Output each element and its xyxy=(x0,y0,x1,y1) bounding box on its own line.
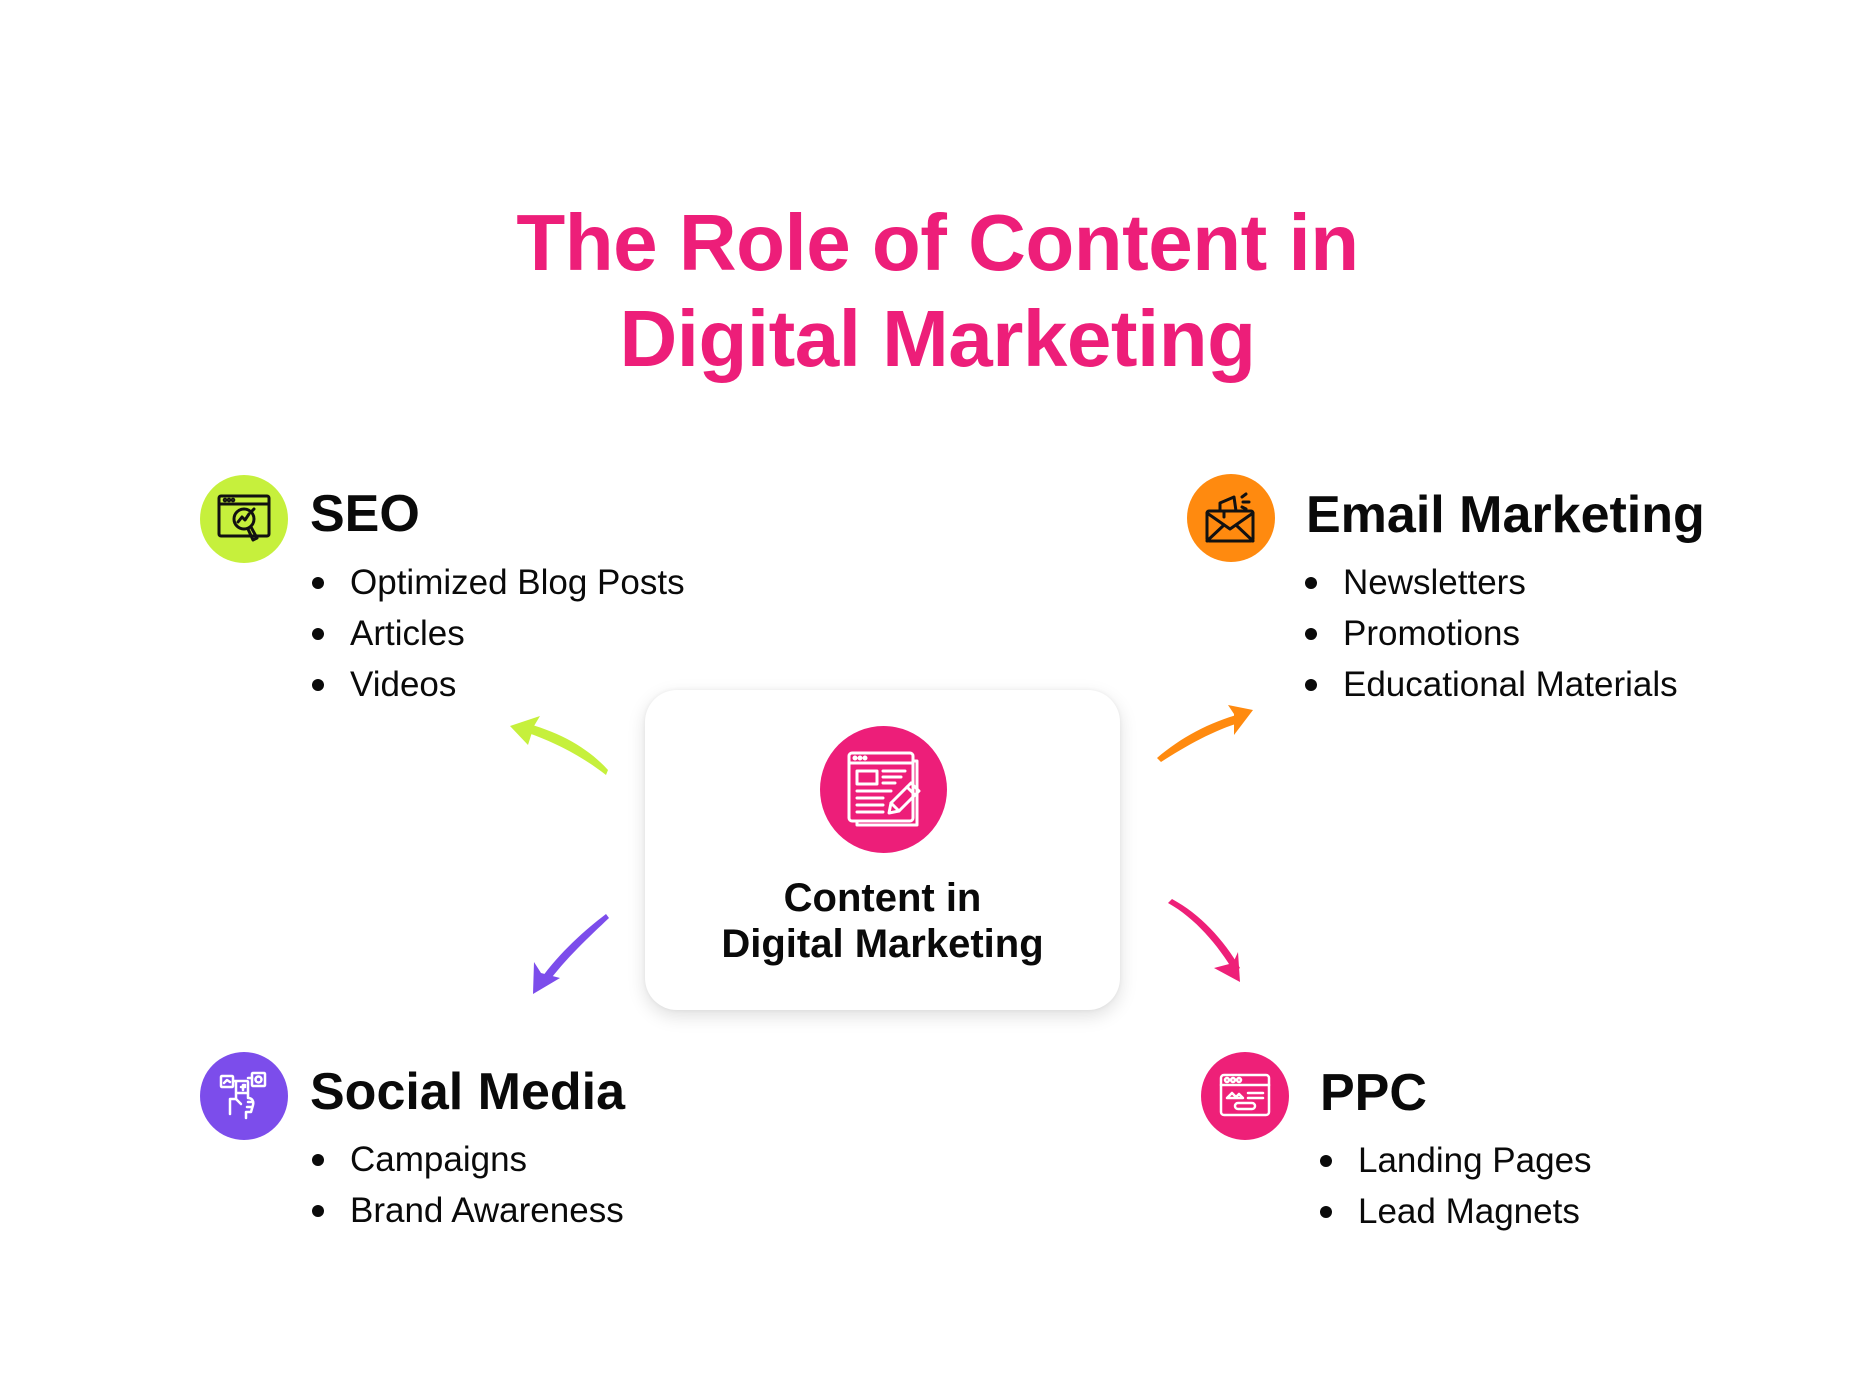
title-line-2: Digital Marketing xyxy=(619,294,1256,383)
email-heading: Email Marketing xyxy=(1306,486,1705,544)
content-writing-icon xyxy=(847,751,920,826)
title-line-1: The Role of Content in xyxy=(516,198,1359,287)
arrow-to-ppc-icon xyxy=(1168,899,1240,982)
list-item: Brand Awareness xyxy=(312,1185,624,1236)
bullet-icon xyxy=(312,679,324,691)
ppc-heading: PPC xyxy=(1320,1064,1427,1122)
landing-page-icon xyxy=(1219,1073,1271,1117)
social-media-hand-icon xyxy=(219,1071,267,1120)
bullet-icon xyxy=(312,577,324,589)
ppc-icon-circle xyxy=(1201,1052,1289,1140)
social-list: Campaigns Brand Awareness xyxy=(312,1134,624,1236)
arrow-to-email-icon xyxy=(1157,705,1253,762)
list-item: Optimized Blog Posts xyxy=(312,557,685,608)
list-item: Articles xyxy=(312,608,685,659)
list-item: Promotions xyxy=(1305,608,1678,659)
list-item: Campaigns xyxy=(312,1134,624,1185)
bullet-icon xyxy=(1320,1206,1332,1218)
center-label: Content in Digital Marketing xyxy=(645,875,1120,967)
bullet-icon xyxy=(1305,577,1317,589)
center-card: Content in Digital Marketing xyxy=(645,690,1120,1010)
seo-heading: SEO xyxy=(310,485,420,543)
list-item: Newsletters xyxy=(1305,557,1678,608)
seo-analytics-icon xyxy=(217,494,271,542)
bullet-icon xyxy=(1320,1155,1332,1167)
bullet-icon xyxy=(1305,628,1317,640)
arrow-to-seo-icon xyxy=(510,716,608,775)
list-item: Videos xyxy=(312,659,685,710)
social-heading: Social Media xyxy=(310,1063,625,1121)
arrow-to-social-icon xyxy=(533,914,609,994)
bullet-icon xyxy=(1305,679,1317,691)
bullet-icon xyxy=(312,1205,324,1217)
email-list: Newsletters Promotions Educational Mater… xyxy=(1305,557,1678,710)
diagram-title: The Role of Content in Digital Marketing xyxy=(0,195,1875,387)
list-item: Landing Pages xyxy=(1320,1135,1592,1186)
social-icon-circle xyxy=(200,1052,288,1140)
seo-list: Optimized Blog Posts Articles Videos xyxy=(312,557,685,710)
center-label-line-2: Digital Marketing xyxy=(721,922,1044,966)
center-icon-circle xyxy=(820,726,947,853)
email-icon-circle xyxy=(1187,474,1275,562)
center-label-line-1: Content in xyxy=(783,876,982,920)
list-item: Educational Materials xyxy=(1305,659,1678,710)
list-item: Lead Magnets xyxy=(1320,1186,1592,1237)
bullet-icon xyxy=(312,628,324,640)
ppc-list: Landing Pages Lead Magnets xyxy=(1320,1135,1592,1237)
email-megaphone-icon xyxy=(1205,492,1255,543)
bullet-icon xyxy=(312,1154,324,1166)
seo-icon-circle xyxy=(200,475,288,563)
